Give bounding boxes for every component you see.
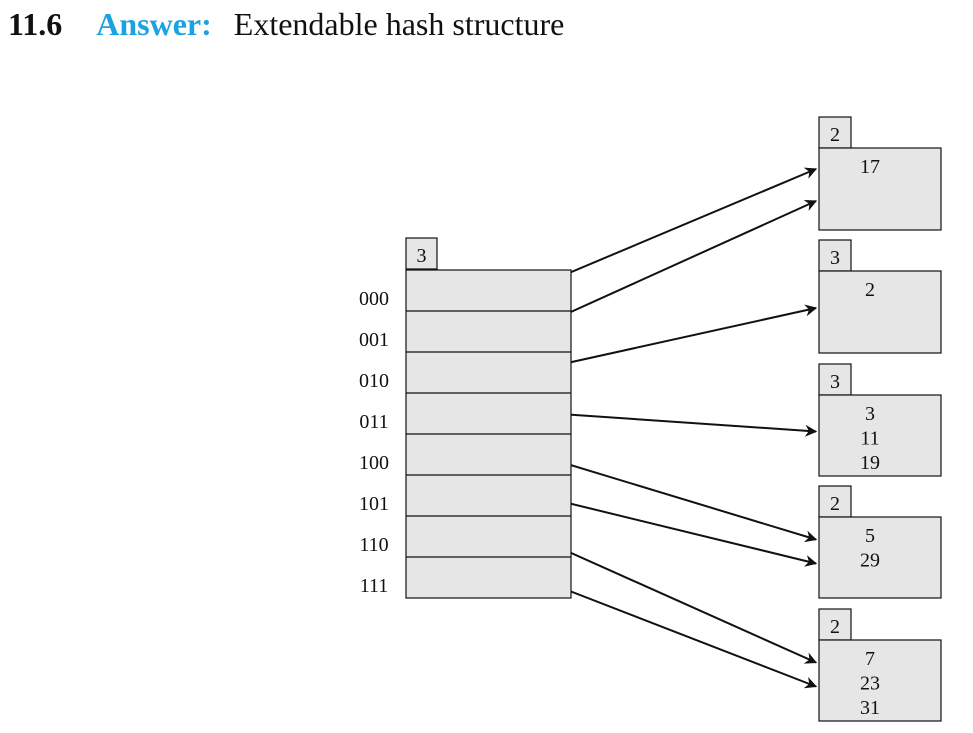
bucket-box xyxy=(818,516,942,599)
directory: 3 000 001 010 011 100 101 110 111 xyxy=(359,237,572,599)
local-depth-value: 3 xyxy=(830,371,840,393)
bucket: 2 17 xyxy=(818,116,942,231)
pointer-arrow xyxy=(530,304,818,372)
directory-prefix-label: 100 xyxy=(359,452,389,474)
bucket-key: 5 xyxy=(865,525,875,547)
bucket-key: 19 xyxy=(860,452,880,474)
directory-prefix-label: 011 xyxy=(359,411,388,433)
pointer-arrow xyxy=(530,493,818,567)
pointer-arrow xyxy=(530,575,818,689)
directory-prefix-label: 010 xyxy=(359,370,389,392)
global-depth-box xyxy=(405,237,438,270)
pointer-arrow xyxy=(530,534,818,664)
bucket-key: 23 xyxy=(860,673,880,695)
directory-prefix-label: 001 xyxy=(359,329,389,351)
bucket-key: 17 xyxy=(860,156,880,178)
bucket-box xyxy=(818,147,942,231)
local-depth-value: 2 xyxy=(830,124,840,146)
local-depth-box xyxy=(818,485,852,518)
local-depth-value: 2 xyxy=(830,616,840,638)
local-depth-value: 2 xyxy=(830,493,840,515)
directory-prefix-label: 111 xyxy=(360,575,389,597)
bucket: 2 5 29 xyxy=(818,485,942,599)
local-depth-value: 3 xyxy=(830,247,840,269)
bucket-key: 31 xyxy=(860,697,880,719)
section-heading: 11.6 Answer: Extendable hash structure xyxy=(8,2,564,46)
section-number: 11.6 xyxy=(8,6,63,42)
bucket-key: 2 xyxy=(865,279,875,301)
answer-label: Answer: xyxy=(96,6,212,42)
global-depth-value: 3 xyxy=(417,245,427,267)
pointer-arrows xyxy=(530,167,818,689)
bucket: 32 xyxy=(818,239,942,354)
pointer-arrow xyxy=(530,167,818,290)
bucket-box xyxy=(818,394,942,477)
pointer-arrow xyxy=(530,411,818,437)
local-depth-box xyxy=(818,608,852,641)
directory-prefix-label: 110 xyxy=(359,534,388,556)
local-depth-box xyxy=(818,239,852,272)
bucket-key: 7 xyxy=(865,648,875,670)
bucket-box xyxy=(818,270,942,354)
pointer-arrow xyxy=(530,452,818,543)
bucket-key: 29 xyxy=(860,550,880,572)
bucket-key: 3 xyxy=(865,403,875,425)
bucket-box xyxy=(818,639,942,722)
bucket-key: 11 xyxy=(860,428,879,450)
directory-prefix-label: 101 xyxy=(359,493,389,515)
local-depth-box xyxy=(818,363,852,396)
pointer-arrow xyxy=(530,199,818,331)
local-depth-box xyxy=(818,116,852,149)
directory-prefix-label: 000 xyxy=(359,288,389,310)
heading-title: Extendable hash structure xyxy=(233,6,565,42)
